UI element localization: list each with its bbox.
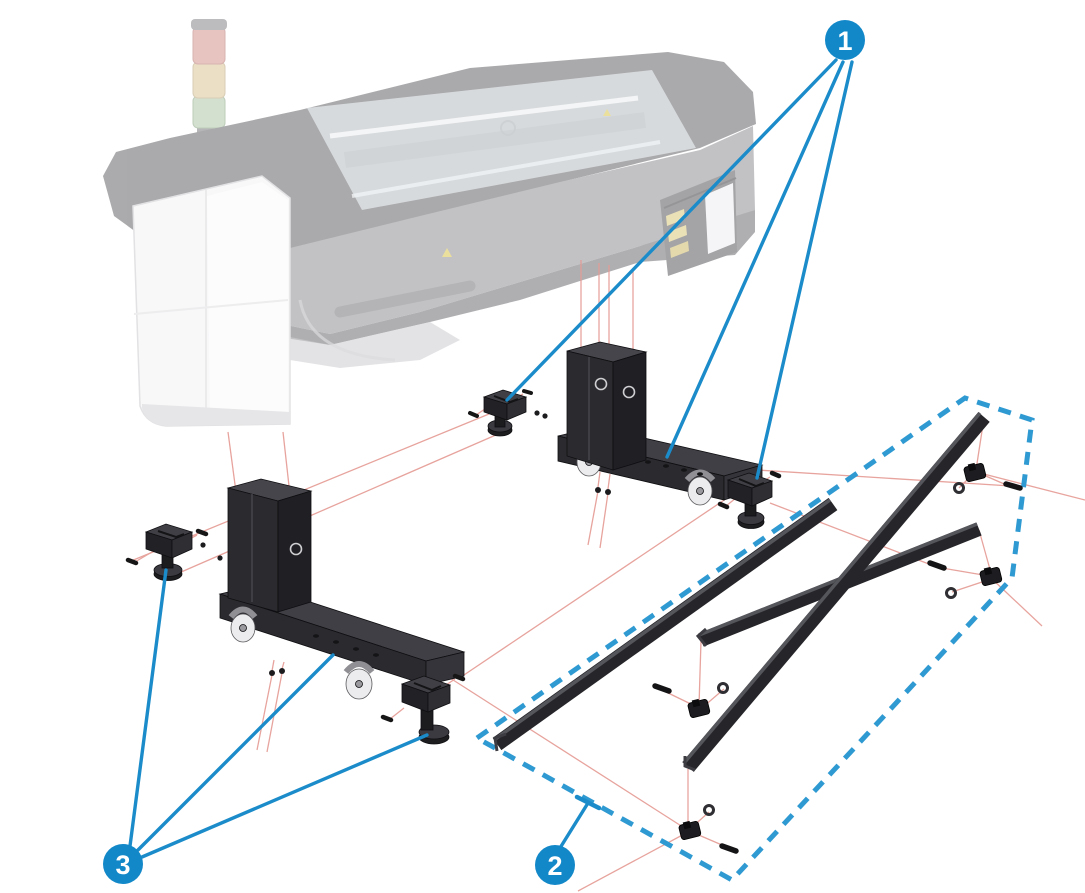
screw-icon [717,470,782,510]
bracket [979,566,1003,586]
printer-window [307,70,696,210]
caster-wheel [343,661,375,700]
leader-3-to-foot [140,733,429,859]
brace-brackets [652,462,1023,854]
cross-braces [492,411,990,772]
printer-roll-cover [255,322,460,368]
screw-icon [200,542,285,676]
warning-triangle-icon [442,248,452,257]
leader-1-to-leg [665,60,845,459]
kit-boundary-dashed [472,395,1035,884]
screw-icon [125,528,209,566]
screw-icon [534,410,611,495]
leader-2-tick [574,794,602,811]
cross-brace [682,411,990,772]
callout-2: 2 [535,845,575,885]
levelling-foot [125,523,209,581]
caster-wheel [228,606,258,643]
callout-2-label: 2 [547,851,562,881]
callout-badges: 1 2 3 [103,20,865,885]
ghosted-printer [103,19,756,427]
levelling-foot [717,470,782,529]
bracket [678,820,702,840]
leader-3-to-leg [135,653,335,853]
printer-front [225,126,755,334]
levelling-foot [468,389,533,437]
callout-3-label: 3 [115,850,130,880]
leader-1-to-foot [755,60,854,480]
bracket [687,698,711,718]
warning-triangle-icon [603,109,611,116]
callout-leader-lines [128,58,854,859]
screw-icon [380,673,466,723]
leader-1-to-foot [505,58,838,402]
leader-3-to-foot [128,568,168,848]
callout-1-label: 1 [837,26,852,56]
levelling-foot [380,673,466,745]
ink-cartridge-bay [660,170,737,276]
left-stand-leg [200,478,466,700]
bracket [963,462,987,482]
bolt-icon [652,481,1023,854]
leader-2-to-boundary [558,801,590,850]
cross-brace [492,497,838,752]
printer-bottom-band [255,210,755,345]
washer-icon [703,482,965,816]
status-beacon-icon [191,19,227,162]
callout-1: 1 [825,20,865,60]
right-stand-leg [534,341,764,506]
screw-icon [468,389,533,418]
printer-left-panel [132,175,291,427]
callout-3: 3 [103,844,143,884]
caster-wheel [684,469,716,506]
